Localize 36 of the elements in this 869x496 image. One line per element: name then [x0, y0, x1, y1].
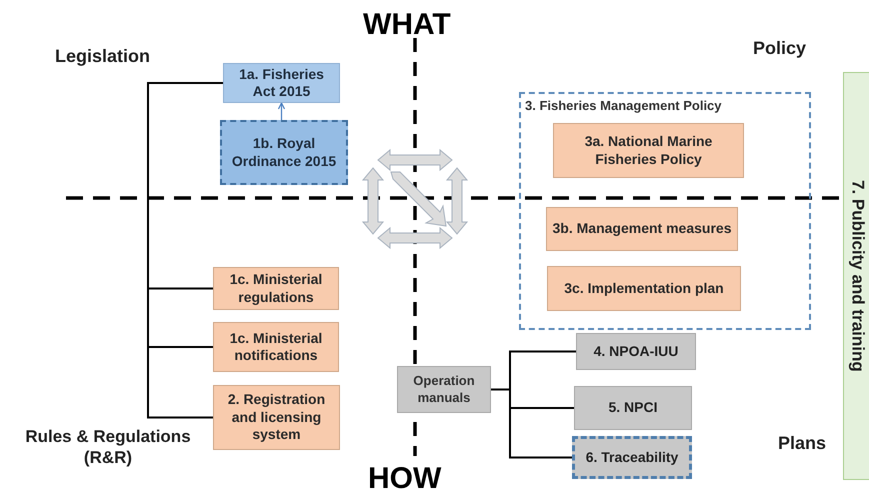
box-label: Operation manuals — [412, 373, 476, 406]
group-title: 3. Fisheries Management Policy — [525, 97, 722, 115]
process-box — [553, 123, 744, 178]
box-label: 3a. National Marine Fisheries Policy — [584, 133, 714, 168]
process-box — [223, 63, 340, 103]
section-label: HOW — [368, 461, 442, 496]
section-label: Policy — [753, 37, 806, 60]
dashed-process-box — [572, 436, 692, 479]
process-box — [576, 333, 696, 370]
process-box — [213, 322, 339, 372]
box-label: 2. Registration and licensing system — [226, 391, 326, 444]
dashed-process-box — [220, 120, 348, 185]
box-label: 1a. Fisheries Act 2015 — [238, 66, 325, 100]
section-label: Plans — [778, 432, 826, 455]
dashed-group-box — [519, 92, 811, 330]
connector-line — [491, 388, 572, 458]
section-label: Legislation — [55, 45, 150, 68]
box-label: 1c. Ministerial regulations — [228, 271, 324, 306]
process-box — [213, 385, 340, 450]
process-box — [574, 386, 692, 430]
box-label: 5. NPCI — [608, 399, 658, 417]
process-box — [547, 266, 741, 311]
box-label: 4. NPOA-IUU — [594, 342, 678, 360]
arrow — [278, 102, 286, 120]
section-label: WHAT — [363, 7, 451, 43]
box-label: 3c. Implementation plan — [564, 280, 724, 298]
box-label: 1c. Ministerial notifications — [228, 330, 324, 364]
vertical-banner — [843, 72, 869, 480]
process-box — [397, 366, 491, 413]
process-box — [546, 207, 738, 251]
box-label: 1b. Royal Ordinance 2015 — [230, 135, 338, 170]
process-box — [213, 267, 339, 310]
box-label: 6. Traceability — [586, 448, 678, 466]
section-label: Rules & Regulations (R&R) — [24, 426, 192, 468]
box-label: 3b. Management measures — [552, 220, 732, 238]
box-label: 7. Publicity and training — [848, 180, 869, 372]
